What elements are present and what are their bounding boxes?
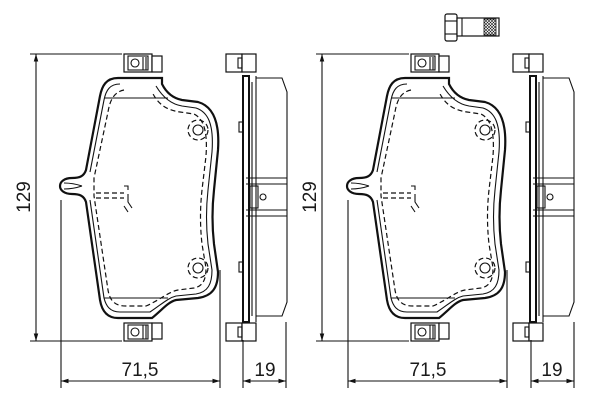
left-thickness-dimension: 19	[242, 322, 287, 388]
right-pad-side-view	[512, 53, 575, 342]
left-pad-front-view	[58, 52, 220, 343]
right-height-dimension: 129	[300, 53, 409, 342]
left-height-dimension: 129	[14, 53, 122, 342]
right-pad-front-view	[345, 52, 507, 343]
thickness-label: 19	[541, 360, 562, 381]
height-label: 129	[14, 181, 35, 213]
right-width-dimension: 71,5	[347, 200, 508, 388]
right-thickness-dimension: 19	[530, 322, 575, 388]
thickness-label: 19	[254, 360, 275, 381]
width-label: 71,5	[122, 360, 159, 381]
bolt-icon	[444, 13, 500, 42]
left-width-dimension: 71,5	[60, 200, 221, 388]
height-label: 129	[300, 181, 321, 213]
left-pad-side-view	[225, 53, 288, 342]
width-label: 71,5	[410, 360, 447, 381]
